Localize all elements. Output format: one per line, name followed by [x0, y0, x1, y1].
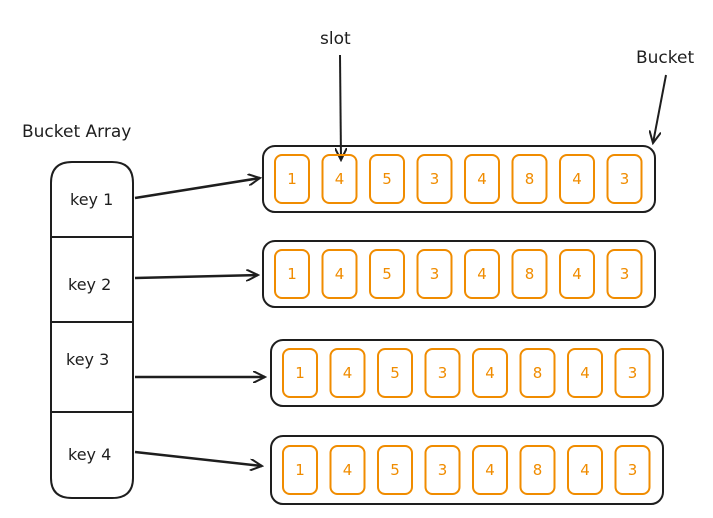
bucket-4: 1 4 5 3 4 8 4 3 [270, 435, 664, 505]
slot [519, 445, 556, 495]
slot-value: 3 [620, 170, 630, 188]
slot [519, 348, 556, 398]
slot [424, 348, 461, 398]
slot [369, 154, 405, 204]
slot [464, 249, 500, 299]
slot [464, 154, 500, 204]
slot-pointer-arrow [340, 54, 341, 160]
slot [511, 249, 548, 299]
bucket-outline [262, 145, 656, 213]
slot [559, 154, 595, 204]
slot-value: 5 [382, 265, 392, 283]
slot [329, 445, 366, 495]
bucket-array-key-3: key 3 [66, 350, 109, 369]
slot-value: 3 [438, 364, 448, 382]
key-4-to-bucket-arrow [134, 450, 262, 466]
slot-value: 4 [485, 364, 495, 382]
slot [274, 154, 310, 204]
slot-value: 4 [343, 461, 353, 479]
slot-value: 3 [628, 461, 638, 479]
slot [321, 154, 358, 204]
slot [472, 445, 508, 495]
slot-value: 5 [390, 364, 400, 382]
slot-value: 3 [430, 170, 440, 188]
slot-value: 4 [580, 364, 590, 382]
slot-value: 4 [477, 265, 487, 283]
slot [321, 249, 358, 299]
bucket-2: 1 4 5 3 4 8 4 3 [262, 240, 656, 308]
slot-value: 4 [572, 170, 582, 188]
slot [472, 348, 508, 398]
slot-value: 4 [343, 364, 353, 382]
slot [416, 154, 453, 204]
slot-value: 3 [438, 461, 448, 479]
slot [274, 249, 310, 299]
slot-value: 4 [580, 461, 590, 479]
slot-value: 1 [287, 170, 297, 188]
slot [614, 445, 651, 495]
slot [559, 249, 595, 299]
slot [614, 348, 651, 398]
bucket-array-outline [50, 161, 134, 499]
slot [282, 445, 318, 495]
slot-value: 4 [485, 461, 495, 479]
slot-value: 1 [295, 461, 305, 479]
bucket-3: 1 4 5 3 4 8 4 3 [270, 339, 664, 407]
bucket-label: Bucket [636, 48, 694, 68]
bucket-outline [270, 339, 664, 407]
bucket-array: key 1 key 2 key 3 key 4 [50, 161, 134, 499]
slot [282, 348, 318, 398]
slot [416, 249, 453, 299]
slot [511, 154, 548, 204]
bucket-array-key-2: key 2 [68, 275, 111, 294]
slot-value: 4 [477, 170, 487, 188]
slot-value: 3 [430, 265, 440, 283]
slot-value: 8 [525, 265, 535, 283]
slot-value: 8 [533, 364, 543, 382]
slot-value: 5 [390, 461, 400, 479]
bucket-array-key-4: key 4 [68, 445, 111, 464]
slot-value: 4 [335, 170, 345, 188]
slot-value: 3 [628, 364, 638, 382]
slot-value: 4 [572, 265, 582, 283]
slot [377, 348, 413, 398]
slot [606, 154, 643, 204]
bucket-pointer-arrow [653, 74, 667, 143]
slot-label: slot [320, 29, 351, 49]
buckets: 1 4 5 3 4 8 4 3 1 4 5 3 4 8 4 3 1 4 5 3 4 8 4 3 1 4 5 3 4 8 4 3 [262, 145, 664, 505]
slot-value: 3 [620, 265, 630, 283]
slot-value: 8 [525, 170, 535, 188]
key-1-to-bucket-arrow [134, 178, 260, 200]
bucket-outline [270, 435, 664, 505]
slot-value: 1 [287, 265, 297, 283]
slot [369, 249, 405, 299]
slot-value: 4 [335, 265, 345, 283]
bucket-outline [262, 240, 656, 308]
bucket-array-title: Bucket Array [22, 122, 131, 142]
bucket-array-key-1: key 1 [70, 190, 113, 209]
slot [567, 348, 603, 398]
slot [606, 249, 643, 299]
bucket-1: 1 4 5 3 4 8 4 3 [262, 145, 656, 213]
slot [424, 445, 461, 495]
slot [567, 445, 603, 495]
slot-value: 5 [382, 170, 392, 188]
slot-value: 1 [295, 364, 305, 382]
slot [377, 445, 413, 495]
key-2-to-bucket-arrow [134, 275, 258, 278]
slot-value: 8 [533, 461, 543, 479]
slot [329, 348, 366, 398]
